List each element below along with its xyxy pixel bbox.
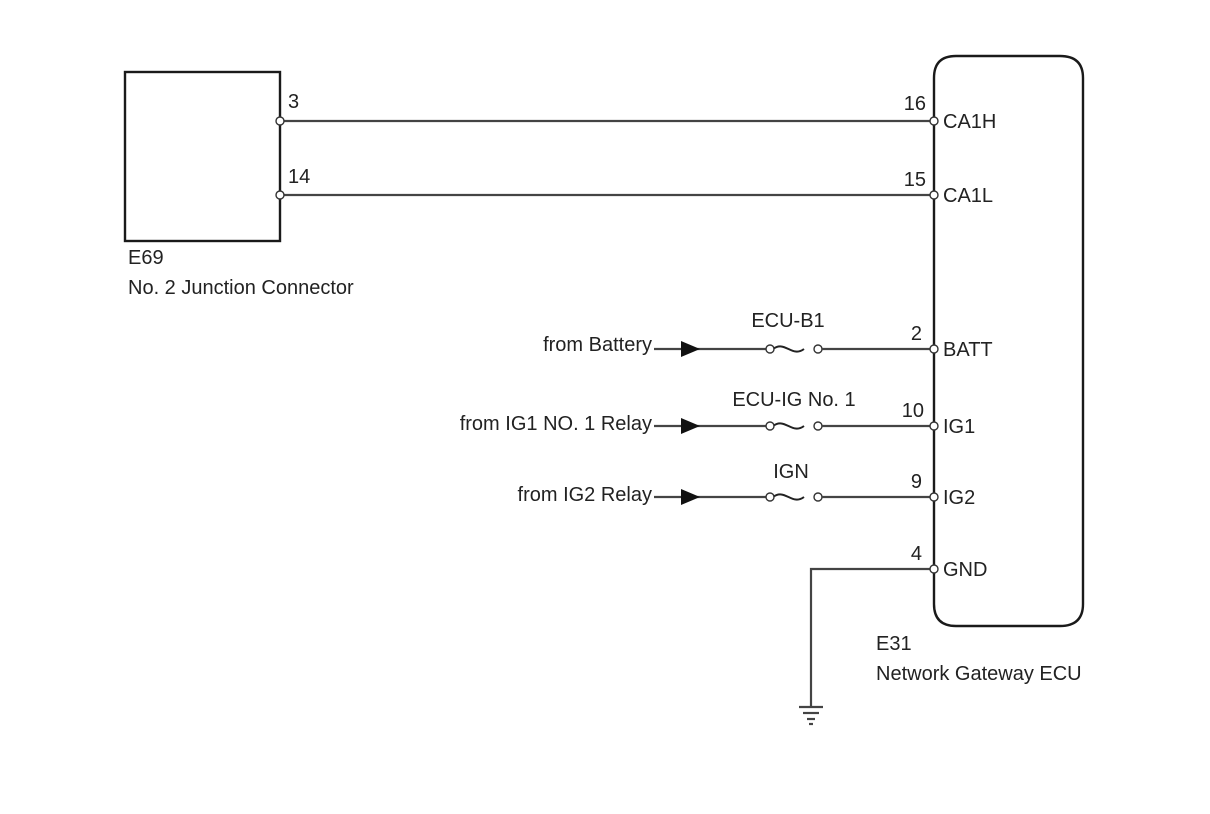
fuse-terminal-icon <box>813 492 823 502</box>
ecu-terminal-ca1h: CA1H <box>943 111 996 133</box>
fuse-label-ecu-b1: ECU-B1 <box>751 310 824 332</box>
fuse-icon <box>772 422 805 430</box>
fuse-icon <box>772 345 805 353</box>
gateway-ecu-code: E31 <box>876 633 912 655</box>
ecu-terminal-gnd: GND <box>943 559 987 581</box>
fuse-label-ign: IGN <box>773 461 809 483</box>
fuse-label-ecu-ig-no1: ECU-IG No. 1 <box>732 389 855 411</box>
fuse-terminal-icon <box>813 344 823 354</box>
ecu-pin-15: 15 <box>904 169 926 191</box>
ecu-terminal-10-icon <box>929 421 939 431</box>
ecu-terminal-15-icon <box>929 190 939 200</box>
junction-connector-name: No. 2 Junction Connector <box>128 277 354 299</box>
arrow-icon <box>681 341 700 357</box>
ecu-terminal-4-icon <box>929 564 939 574</box>
source-label-ig2: from IG2 Relay <box>518 484 652 506</box>
junction-connector-box <box>123 70 282 243</box>
ecu-pin-10: 10 <box>902 400 924 422</box>
source-label-battery: from Battery <box>543 334 652 356</box>
wire-gnd <box>809 567 932 706</box>
ecu-terminal-ig1: IG1 <box>943 416 975 438</box>
source-label-ig1: from IG1 NO. 1 Relay <box>460 413 652 435</box>
gateway-ecu-box <box>932 54 1085 628</box>
ecu-pin-4: 4 <box>911 543 922 565</box>
fuse-terminal-icon <box>813 421 823 431</box>
ecu-pin-9: 9 <box>911 471 922 493</box>
junction-pin-3-label: 3 <box>288 91 299 113</box>
ecu-terminal-ig2: IG2 <box>943 487 975 509</box>
junction-pin-14-label: 14 <box>288 166 310 188</box>
ecu-terminal-ca1l: CA1L <box>943 185 993 207</box>
fuse-icon <box>772 493 805 501</box>
ecu-terminal-2-icon <box>929 344 939 354</box>
arrow-icon <box>681 489 700 505</box>
fuse-terminal-icon <box>765 344 775 354</box>
gateway-ecu-name: Network Gateway ECU <box>876 663 1082 685</box>
ecu-terminal-batt: BATT <box>943 339 993 361</box>
ecu-pin-16: 16 <box>904 93 926 115</box>
power-input-ig2: from IG2 Relay IGN <box>518 461 932 506</box>
junction-connector-code: E69 <box>128 247 164 269</box>
fuse-terminal-icon <box>765 492 775 502</box>
power-input-batt: from Battery ECU-B1 <box>543 310 932 357</box>
fuse-terminal-icon <box>765 421 775 431</box>
junction-terminal-14-icon <box>275 190 285 200</box>
junction-terminal-3-icon <box>275 116 285 126</box>
ecu-terminal-16-icon <box>929 116 939 126</box>
ground-icon <box>799 705 823 726</box>
arrow-icon <box>681 418 700 434</box>
ecu-pin-2: 2 <box>911 323 922 345</box>
ecu-terminal-9-icon <box>929 492 939 502</box>
power-input-ig1: from IG1 NO. 1 Relay ECU-IG No. 1 <box>460 389 932 435</box>
